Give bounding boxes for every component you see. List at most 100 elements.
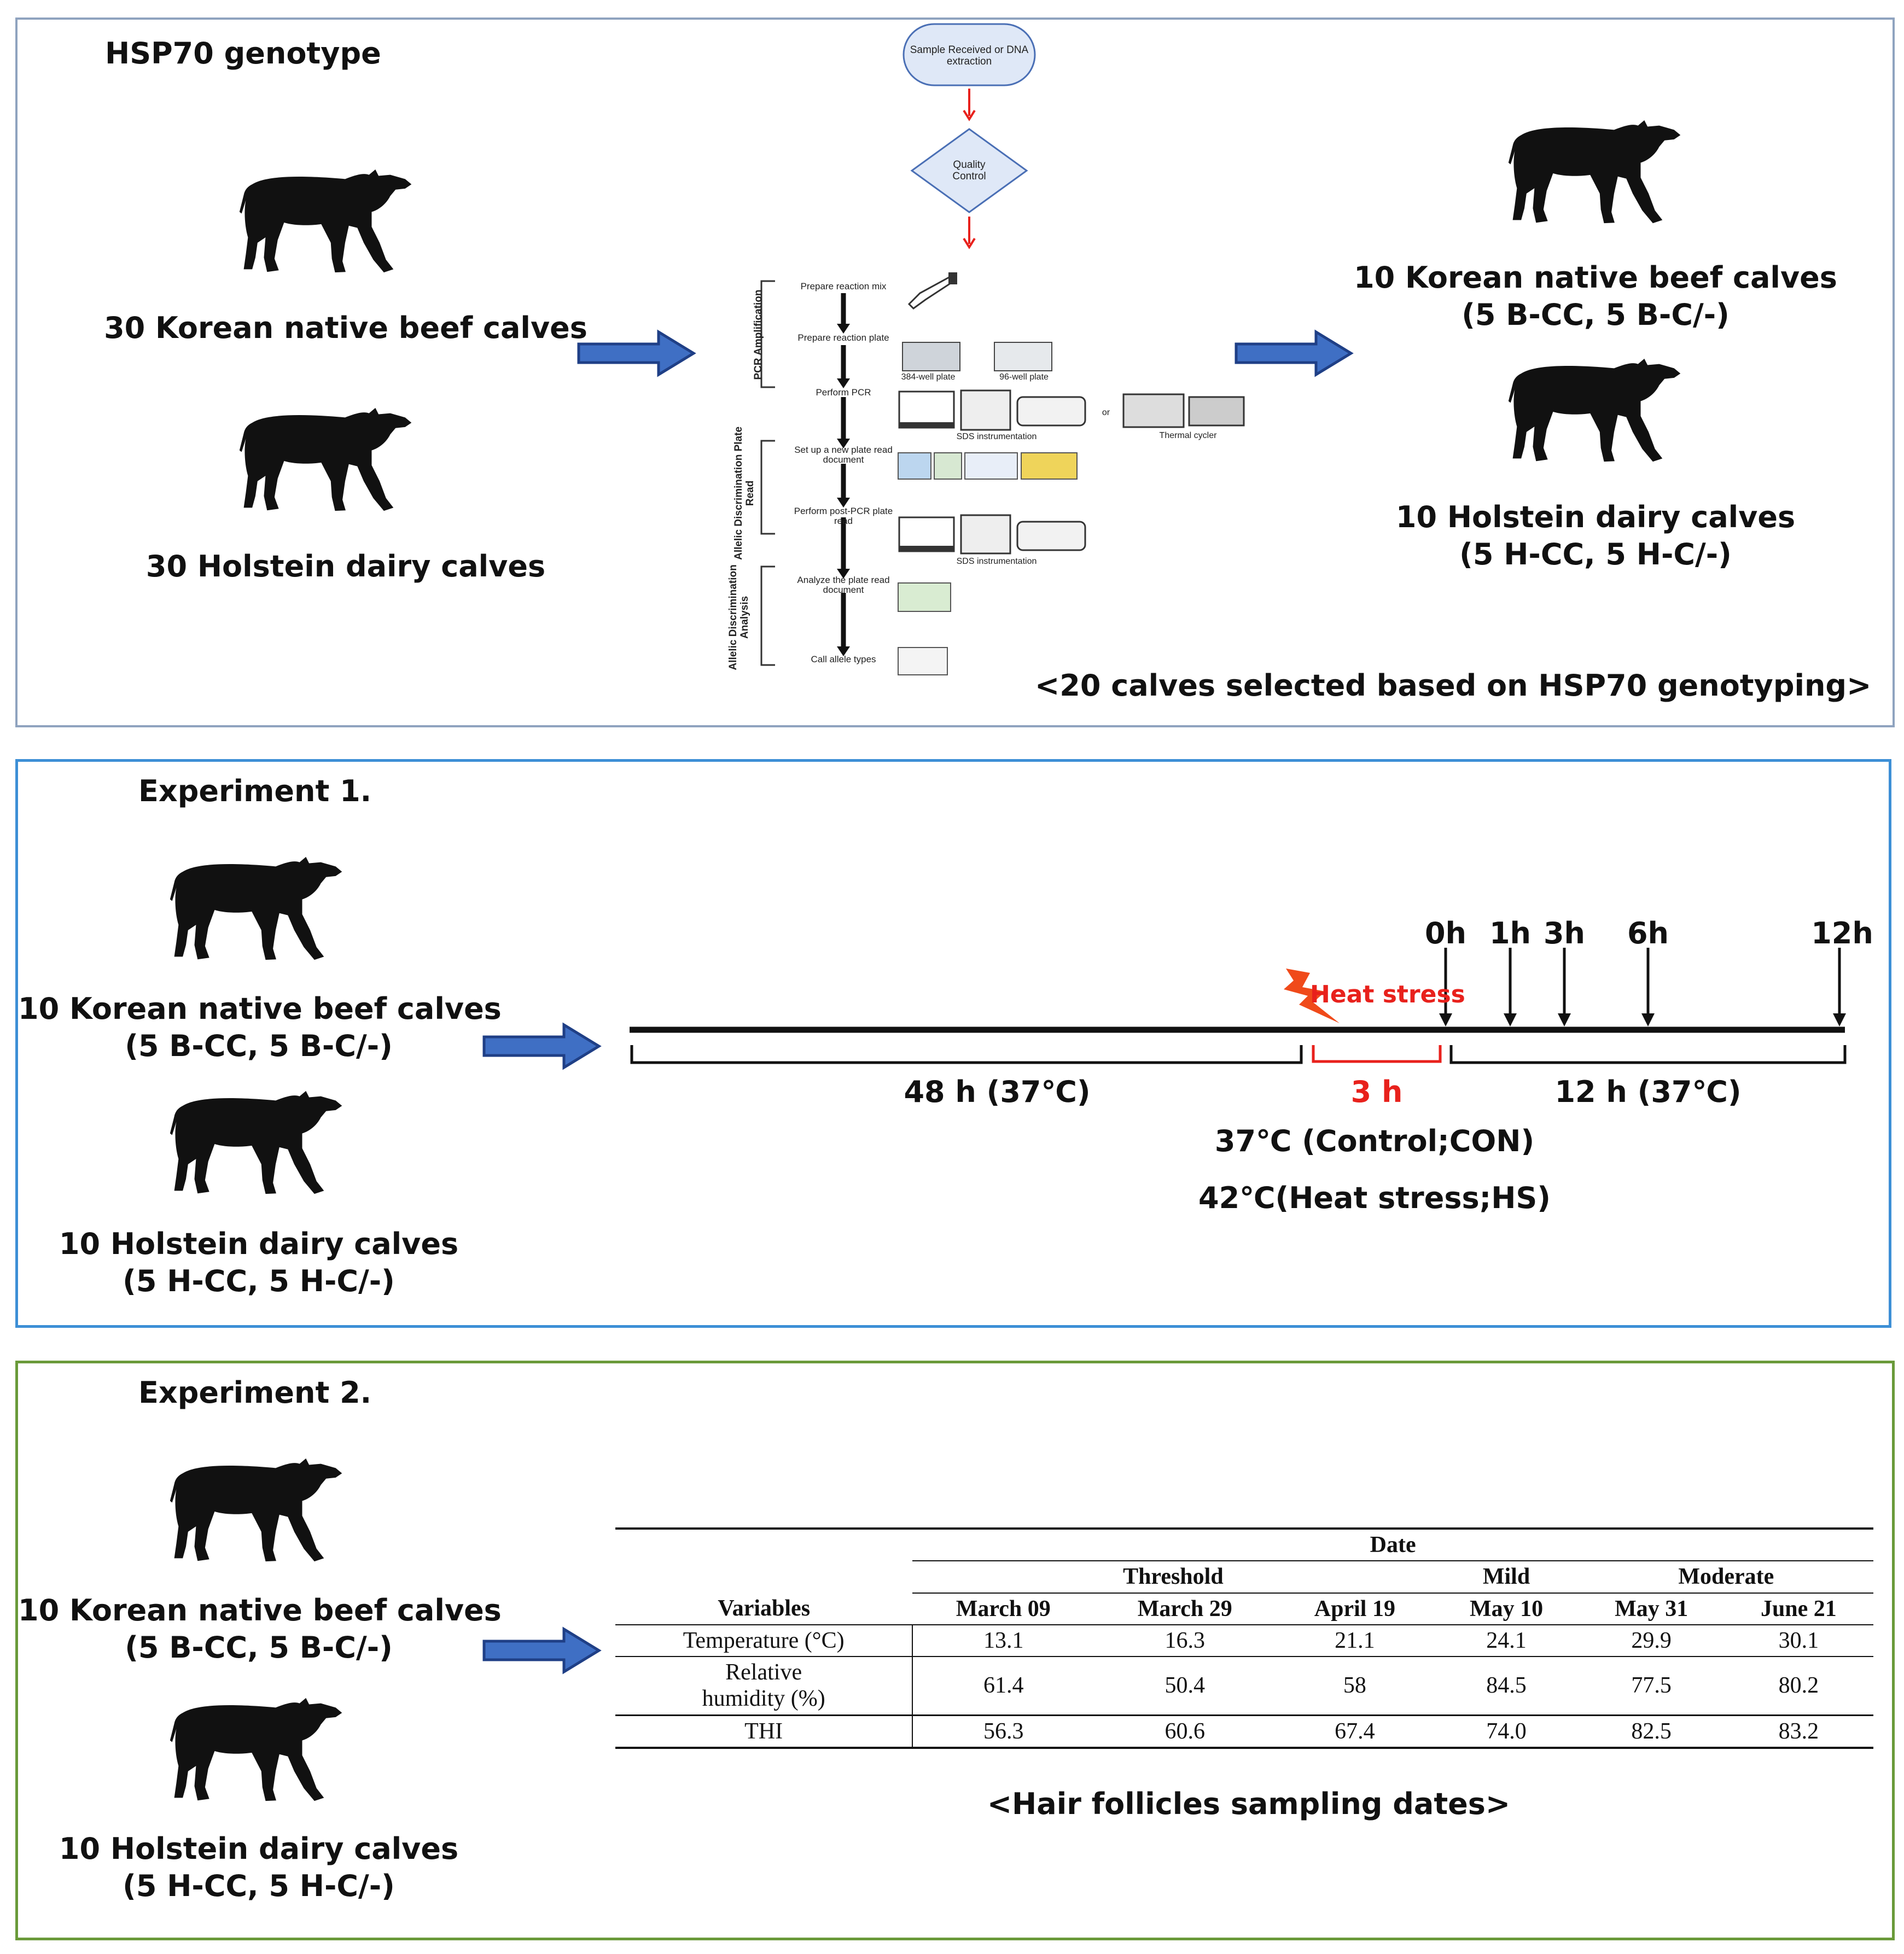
- heat-stress-label: Heat stress: [1310, 981, 1465, 1008]
- date-header: Date: [912, 1529, 1873, 1562]
- selected-group-korean-detail: (5 B-CC, 5 B-C/-): [1462, 298, 1730, 332]
- flow-equipment-label: Thermal cycler: [1159, 431, 1217, 440]
- period-48h: 48 h (37℃): [904, 1075, 1091, 1109]
- panel1-caption: <20 calves selected based on HSP70 genot…: [1035, 668, 1872, 703]
- exp2-group-holstein-name: 10 Holstein dairy calves: [59, 1831, 459, 1866]
- table-cell: 82.5: [1631, 1718, 1672, 1744]
- left-group-holstein: 30 Holstein dairy calves: [145, 549, 546, 584]
- arrow-to-timeline-icon: [482, 1022, 602, 1071]
- exp2-group-korean-detail: (5 B-CC, 5 B-C/-): [125, 1630, 393, 1665]
- table-cell: 24.1: [1486, 1628, 1527, 1653]
- experiment2-panel: Experiment 2. 10 Korean native beef calv…: [15, 1361, 1895, 1940]
- category-moderate: Moderate: [1579, 1561, 1873, 1594]
- korean-calf-icon: [236, 163, 417, 280]
- table-cell: 29.9: [1631, 1628, 1672, 1653]
- holstein-calf-icon: [167, 1084, 347, 1201]
- genotyping-flowchart: Sample Received or DNA extraction Qualit…: [727, 20, 1276, 709]
- flow-step: Perform post-PCR plate read: [794, 506, 893, 526]
- date-column-header: March 29: [1137, 1596, 1232, 1621]
- flowchart-shapes: [760, 23, 1245, 675]
- table-cell: 84.5: [1486, 1673, 1527, 1699]
- date-column-header: May 31: [1615, 1596, 1688, 1621]
- timepoint-3h: 3h: [1543, 916, 1586, 950]
- experiment1-timeline: [630, 948, 1847, 1064]
- flow-step: Call allele types: [811, 654, 876, 664]
- table-cell: 60.6: [1164, 1718, 1206, 1744]
- period-3h: 3 h: [1350, 1075, 1403, 1109]
- panel2-title: Experiment 1.: [138, 774, 372, 808]
- flow-equipment-label: 384-well plate: [901, 372, 956, 382]
- condition-control: 37℃ (Control;CON): [1214, 1124, 1535, 1158]
- holstein-calf-icon: [1505, 352, 1686, 469]
- category-threshold: Threshold: [912, 1561, 1434, 1594]
- flow-equipment-label: SDS instrumentation: [956, 432, 1037, 441]
- date-column-header: March 09: [956, 1596, 1051, 1621]
- table-cell: 21.1: [1335, 1628, 1375, 1653]
- flow-step: Perform PCR: [816, 387, 871, 398]
- row-label-line: Relative: [725, 1660, 802, 1685]
- selected-group-holstein-detail: (5 H-CC, 5 H-C/-): [1459, 537, 1732, 571]
- arrow-to-flowchart-icon: [577, 329, 697, 378]
- flow-section-pcr: PCR Amplification: [753, 289, 764, 380]
- flow-equipment-label: 96-well plate: [999, 372, 1049, 382]
- row-label: THI: [615, 1715, 913, 1748]
- flow-step: Prepare reaction plate: [797, 333, 889, 343]
- holstein-calf-icon: [236, 401, 417, 518]
- flow-step: Prepare reaction mix: [800, 281, 887, 291]
- panel3-title: Experiment 2.: [138, 1375, 372, 1410]
- flow-section-plate-read: Allelic Discrimination Plate Read: [733, 426, 756, 560]
- table-cell: 77.5: [1631, 1673, 1672, 1699]
- flow-start-node: Sample Received or DNA extraction: [910, 44, 1029, 67]
- table-cell: 13.1: [983, 1628, 1024, 1653]
- exp2-group-korean-name: 10 Korean native beef calves: [18, 1593, 502, 1628]
- table-cell: 30.1: [1778, 1628, 1819, 1653]
- table-row: Relative humidity (%) 61.4 50.4 58 84.5 …: [615, 1656, 1873, 1716]
- flow-step: Set up a new plate read document: [794, 445, 893, 465]
- sampling-dates-table: Date Threshold Mild Moderate Variables M…: [615, 1527, 1873, 1749]
- selected-group-holstein-name: 10 Holstein dairy calves: [1395, 500, 1796, 534]
- variables-header: Variables: [718, 1596, 811, 1621]
- korean-calf-icon: [1505, 114, 1686, 231]
- table-cell: 16.3: [1164, 1628, 1206, 1653]
- table-cell: 56.3: [983, 1718, 1024, 1744]
- experiment1-panel: Experiment 1. 10 Korean native beef calv…: [15, 759, 1891, 1328]
- exp1-group-holstein-detail: (5 H-CC, 5 H-C/-): [123, 1264, 395, 1298]
- table-cell: 61.4: [983, 1673, 1024, 1699]
- arrow-to-table-icon: [482, 1626, 602, 1675]
- date-column-header: April 19: [1314, 1596, 1395, 1621]
- table-cell: 50.4: [1164, 1673, 1206, 1699]
- flow-equipment-label: or: [1102, 408, 1110, 417]
- arrow-to-selection-icon: [1234, 329, 1354, 378]
- panel3-caption: <Hair follicles sampling dates>: [987, 1787, 1511, 1821]
- table-cell: 80.2: [1778, 1673, 1819, 1699]
- table-row: Temperature (°C) 13.1 16.3 21.1 24.1 29.…: [615, 1624, 1873, 1657]
- lightning-icon: [1284, 969, 1340, 1023]
- exp2-group-holstein-detail: (5 H-CC, 5 H-C/-): [123, 1869, 395, 1903]
- table-cell: 74.0: [1486, 1718, 1527, 1744]
- table-cell: 58: [1343, 1673, 1366, 1699]
- row-label-line: humidity (%): [702, 1686, 825, 1712]
- condition-heat-stress: 42℃(Heat stress;HS): [1198, 1181, 1551, 1215]
- row-label: Temperature (°C): [615, 1624, 913, 1657]
- genotype-panel: HSP70 genotype 30 Korean native beef cal…: [15, 18, 1895, 727]
- exp1-group-korean-name: 10 Korean native beef calves: [18, 991, 502, 1026]
- korean-calf-icon: [167, 1452, 347, 1569]
- flow-decision-node: Quality Control: [952, 159, 986, 182]
- left-group-korean: 30 Korean native beef calves: [104, 311, 587, 345]
- table-row: THI 56.3 60.6 67.4 74.0 82.5 83.2: [615, 1715, 1873, 1748]
- date-column-header: June 21: [1760, 1596, 1837, 1621]
- category-mild: Mild: [1434, 1561, 1579, 1594]
- timepoint-1h: 1h: [1489, 916, 1532, 950]
- holstein-calf-icon: [167, 1691, 347, 1809]
- exp1-group-holstein-name: 10 Holstein dairy calves: [59, 1227, 459, 1261]
- selected-group-korean-name: 10 Korean native beef calves: [1354, 260, 1837, 295]
- panel1-title: HSP70 genotype: [105, 36, 381, 71]
- timepoint-12h: 12h: [1811, 916, 1873, 950]
- period-12h: 12 h (37℃): [1554, 1075, 1742, 1109]
- korean-calf-icon: [167, 850, 347, 967]
- row-label: Relative humidity (%): [615, 1656, 913, 1716]
- flow-step: Analyze the plate read document: [797, 575, 890, 595]
- timepoint-6h: 6h: [1627, 916, 1669, 950]
- table-cell: 67.4: [1335, 1718, 1375, 1744]
- timepoint-0h: 0h: [1424, 916, 1467, 950]
